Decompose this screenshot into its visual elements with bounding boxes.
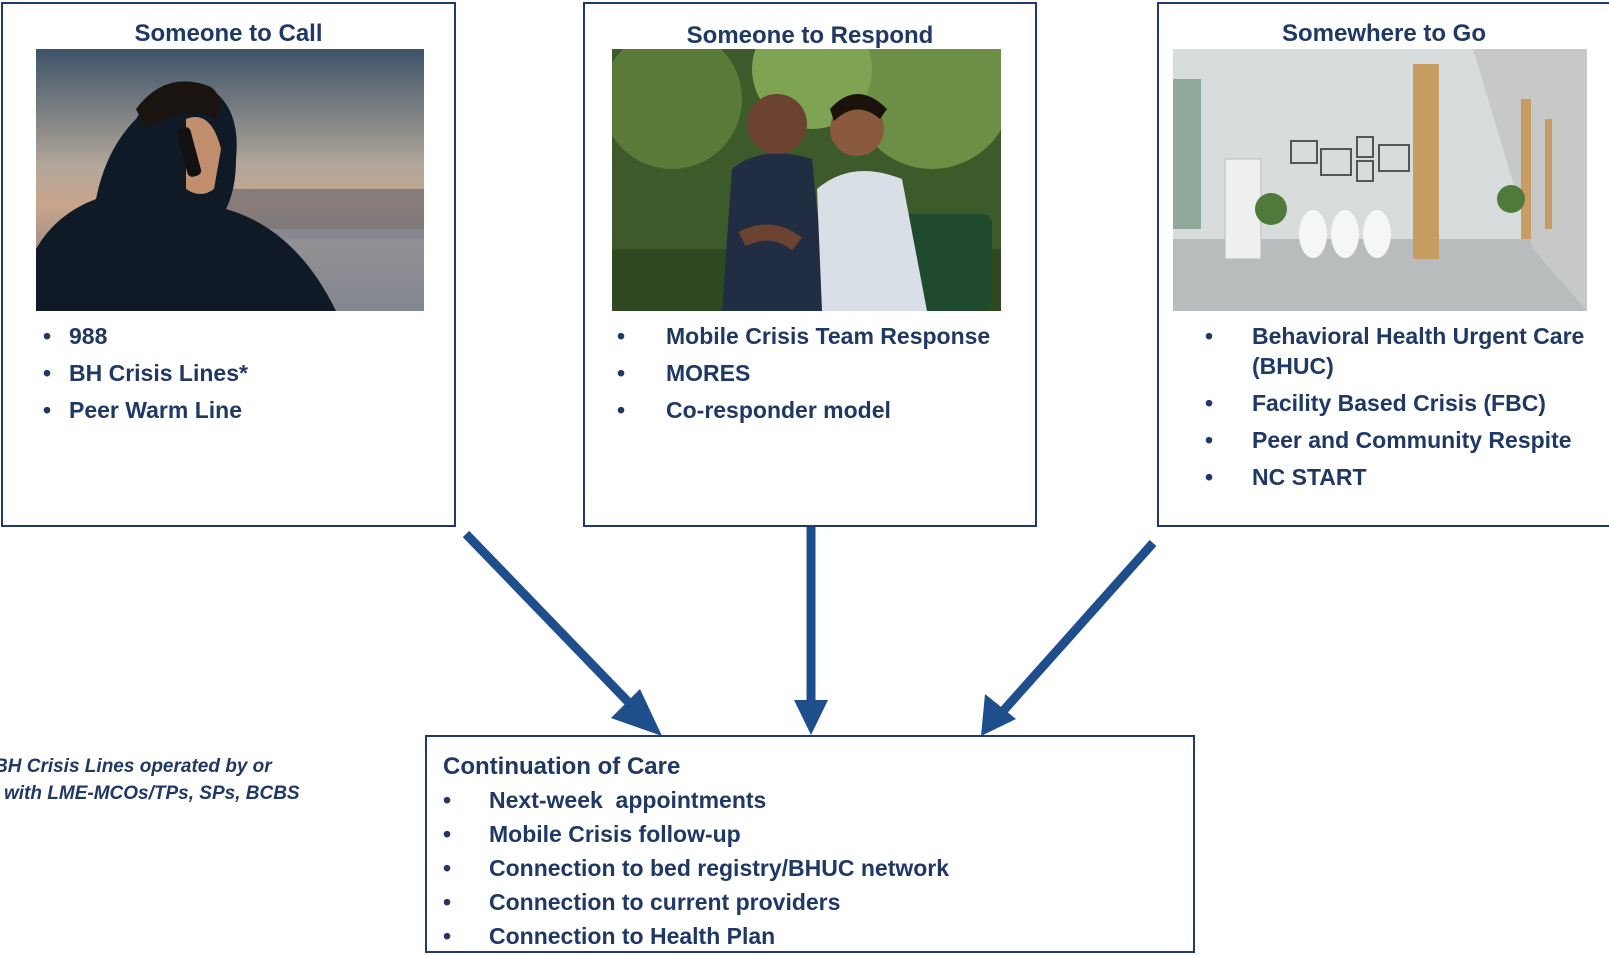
arrowhead-go <box>981 694 1016 736</box>
list-item: •Connection to current providers <box>443 889 841 915</box>
continuation-of-care-list: •Next-week appointments •Mobile Crisis f… <box>443 785 1183 955</box>
list-item: •988 <box>43 323 108 349</box>
list-item: •Peer and Community Respite <box>1205 427 1572 453</box>
list-item: •MORES <box>617 360 751 386</box>
arrow-go-to-continuation <box>1000 540 1157 713</box>
somewhere-to-go-box: Somewhere to Go •Behavioral Health Urgen… <box>1157 2 1609 527</box>
list-item: •Co-responder model <box>617 397 891 423</box>
someone-to-call-list: •988 •BH Crisis Lines* •Peer Warm Line <box>43 321 443 432</box>
arrowhead-call <box>611 689 662 736</box>
somewhere-to-go-title: Somewhere to Go <box>1281 20 1487 47</box>
someone-to-respond-title: Someone to Respond <box>686 22 934 49</box>
list-item: •NC START <box>1205 464 1367 490</box>
somewhere-to-go-list: •Behavioral Health Urgent Care (BHUC) •F… <box>1205 321 1605 499</box>
continuation-of-care-title: Continuation of Care <box>443 753 681 780</box>
footnote-line-1: BH Crisis Lines operated by or <box>0 756 272 777</box>
list-item: •Peer Warm Line <box>43 397 242 423</box>
list-item: •Mobile Crisis Team Response <box>617 323 991 349</box>
list-item: •Connection to Health Plan <box>443 923 776 949</box>
footnote-line-2: with LME-MCOs/TPs, SPs, BCBS <box>4 783 300 804</box>
list-item: •Mobile Crisis follow-up <box>443 821 741 847</box>
two-men-talking-photo <box>612 49 1001 311</box>
someone-to-respond-list: •Mobile Crisis Team Response •MORES •Co-… <box>617 321 1017 432</box>
list-item: •Connection to bed registry/BHUC network <box>443 855 950 881</box>
arrow-call-to-continuation <box>462 530 640 714</box>
list-item: •BH Crisis Lines* <box>43 360 248 386</box>
someone-to-call-box: Someone to Call •988 •BH Crisis Lines* •… <box>1 2 456 527</box>
someone-to-call-title: Someone to Call <box>134 20 323 47</box>
person-on-phone-photo <box>36 49 424 311</box>
list-item: •Behavioral Health Urgent Care (BHUC) <box>1205 323 1585 379</box>
continuation-of-care-box: Continuation of Care •Next-week appointm… <box>425 735 1195 953</box>
list-item: •Facility Based Crisis (FBC) <box>1205 390 1546 416</box>
arrowhead-respond <box>794 700 828 735</box>
crisis-lines-footnote: BH Crisis Lines operated by or with LME-… <box>0 753 300 807</box>
waiting-room-photo <box>1173 49 1587 311</box>
someone-to-respond-box: Someone to Respond •Mobile Crisis Team R… <box>583 2 1037 527</box>
list-item: •Next-week appointments <box>443 787 767 813</box>
